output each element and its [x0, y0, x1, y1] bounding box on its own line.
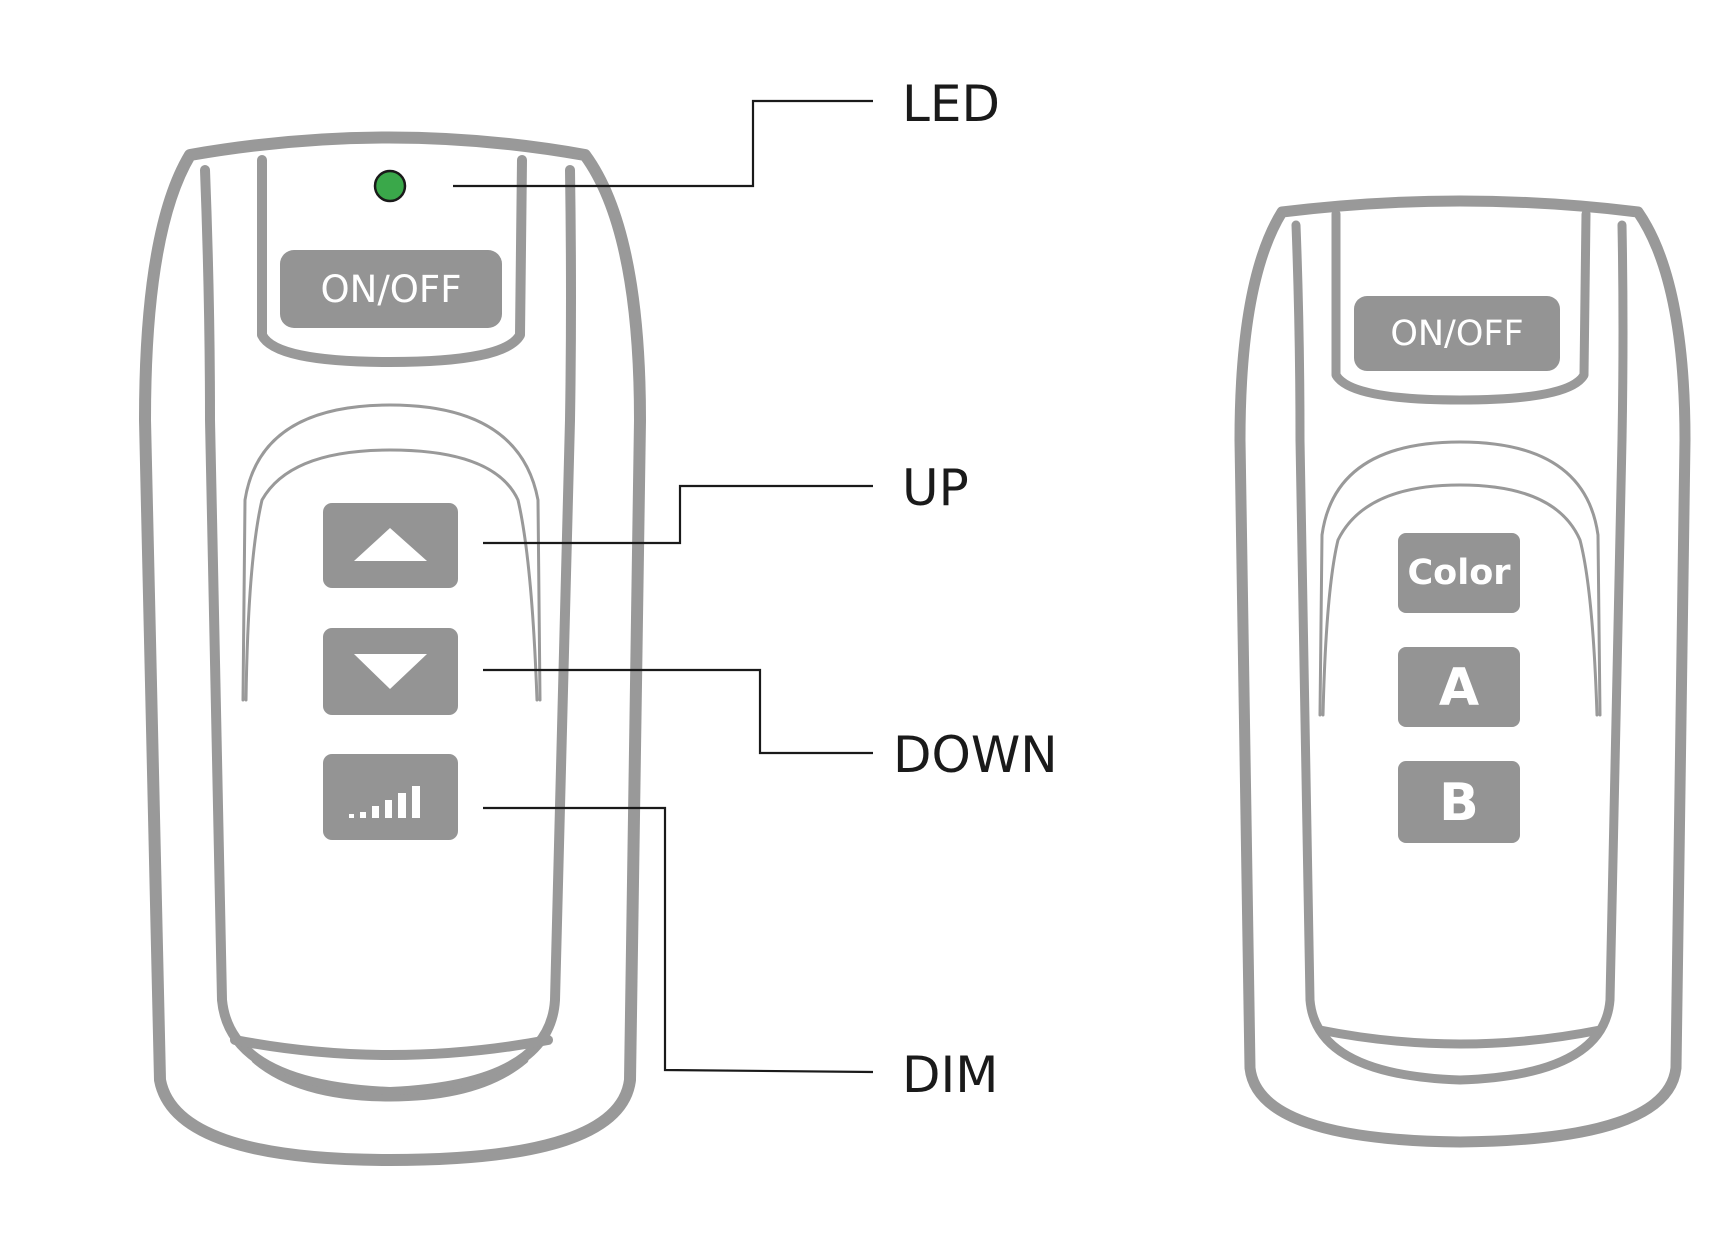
up-callout-label: UP: [902, 459, 969, 517]
callouts: LED UP DOWN DIM: [453, 75, 1058, 1104]
remote-dimmer-bottom-curve-1: [230, 1035, 553, 1060]
remote-dimmer-inner-arch: [244, 448, 539, 702]
remote-dimmer: ON/OFF: [139, 131, 646, 1166]
a-button[interactable]: A: [1398, 647, 1520, 727]
remote-color-bottom-curve-1: [1315, 1025, 1605, 1049]
triangle-up-icon: [354, 528, 427, 561]
led-callout-label: LED: [902, 75, 1000, 133]
dim-button-shape[interactable]: [323, 754, 458, 840]
up-button[interactable]: [323, 503, 458, 588]
b-button-shape[interactable]: [1398, 761, 1520, 843]
color-button[interactable]: Color: [1398, 533, 1520, 613]
color-on-off-button-shape[interactable]: [1354, 296, 1560, 371]
remote-dimmer-inner-body: [200, 165, 576, 1097]
dim-button[interactable]: [323, 754, 458, 840]
remote-dimmer-outer-arch: [241, 403, 542, 702]
color-on-off-button[interactable]: ON/OFF: [1354, 296, 1560, 371]
up-leader-line: [483, 484, 873, 545]
on-off-button-shape[interactable]: [280, 250, 502, 328]
led-indicator: [373, 169, 407, 203]
down-callout-label: DOWN: [893, 726, 1058, 784]
remote-color-outer-arch: [1318, 440, 1602, 717]
on-off-button[interactable]: ON/OFF: [280, 250, 502, 328]
color-on-off-button-label: ON/OFF: [1390, 314, 1523, 354]
color-button-label: Color: [1407, 553, 1511, 593]
led-leader-line: [453, 99, 873, 188]
b-button-label: B: [1439, 773, 1479, 833]
a-button-shape[interactable]: [1398, 647, 1520, 727]
dim-leader-line: [483, 806, 874, 1074]
remote-color-bottom-curve-2: [1335, 1045, 1585, 1083]
b-button[interactable]: B: [1398, 761, 1520, 843]
remote-color-top-panel: [1331, 209, 1591, 405]
remote-color: ON/OFF Color A B: [1234, 195, 1691, 1148]
on-off-button-label: ON/OFF: [321, 268, 462, 311]
remote-dimmer-outer-body: [139, 131, 646, 1166]
dim-callout-label: DIM: [902, 1046, 998, 1104]
down-button[interactable]: [323, 628, 458, 715]
remote-dimmer-bottom-curve-2: [251, 1056, 529, 1102]
remote-color-inner-arch: [1321, 483, 1599, 717]
down-leader-line: [483, 668, 873, 755]
a-button-label: A: [1439, 658, 1479, 718]
signal-bars-icon: [349, 786, 420, 818]
triangle-down-icon: [354, 654, 427, 689]
remote-color-outer-body: [1234, 195, 1691, 1148]
color-button-shape[interactable]: [1398, 533, 1520, 613]
remote-dimmer-top-panel: [257, 155, 527, 367]
